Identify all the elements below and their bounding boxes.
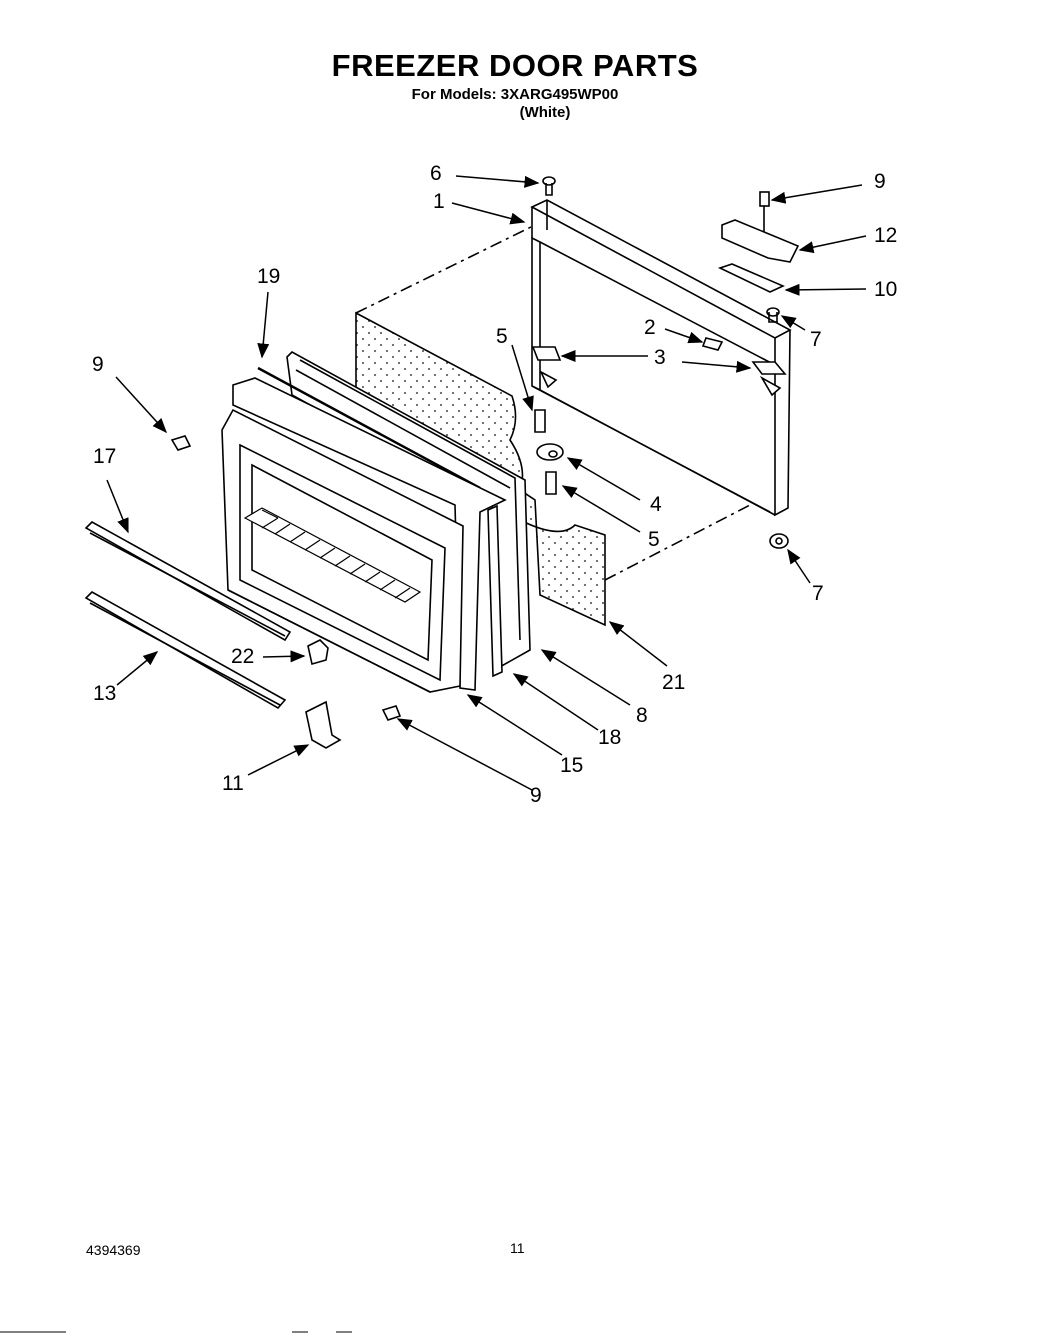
callout-2: 2: [644, 316, 656, 339]
callout-17: 17: [93, 445, 116, 468]
document-number: 4394369: [86, 1242, 141, 1258]
callout-10: 10: [874, 278, 897, 301]
callout-9: 9: [874, 170, 886, 193]
page-title: FREEZER DOOR PARTS: [331, 48, 699, 83]
callout-5: 5: [648, 528, 660, 551]
callout-1: 1: [433, 190, 445, 213]
callout-13: 13: [93, 682, 116, 705]
callout-22: 22: [231, 645, 254, 668]
callout-7: 7: [810, 328, 822, 351]
clip-part-2: [701, 337, 724, 351]
callout-15: 15: [560, 754, 583, 777]
callout-18: 18: [598, 726, 621, 749]
shim-part-10: [717, 263, 785, 293]
callout-8: 8: [636, 704, 648, 727]
screw-icon: [381, 705, 402, 721]
washer-part-4: [536, 443, 564, 461]
liner-shelf-ribs: [243, 507, 422, 603]
part-callouts: 6 1 9 12 10 7 2 3 5 4 5 7 21 8 18 15 9 1…: [92, 162, 897, 807]
bushing-top-icon: [766, 307, 780, 323]
callout-7: 7: [812, 582, 824, 605]
bushing-bottom-icon: [769, 533, 789, 549]
callout-6: 6: [430, 162, 442, 185]
callout-11: 11: [222, 772, 244, 795]
bracket-part-11: [305, 700, 342, 749]
callout-4: 4: [650, 493, 662, 516]
screw-icon: [534, 409, 546, 433]
trim-strip-upper: [84, 521, 292, 642]
callout-5: 5: [496, 325, 508, 348]
models-line: For Models: 3XARG495WP00: [411, 86, 619, 103]
callout-19: 19: [257, 265, 280, 288]
callout-21: 21: [662, 671, 685, 694]
thin-rod-part-19: [257, 366, 481, 490]
callout-12: 12: [874, 224, 897, 247]
screw-icon: [545, 471, 557, 495]
hinge-bracket-left: [531, 346, 562, 389]
hinge-cover-part-12: [721, 219, 800, 263]
callout-9: 9: [530, 784, 542, 807]
door-frame-rail: [530, 199, 792, 517]
trim-strip-lower: [84, 591, 287, 710]
screw-icon: [170, 435, 192, 451]
end-cap-part-22: [307, 639, 329, 666]
hinge-bracket-right: [751, 361, 787, 397]
callout-3: 3: [654, 346, 666, 369]
pin-part-6: [542, 176, 556, 196]
page-number: 11: [510, 1240, 525, 1256]
callout-9: 9: [92, 353, 104, 376]
color-variant: (White): [519, 104, 571, 121]
liner-trim-strip: [487, 504, 503, 678]
